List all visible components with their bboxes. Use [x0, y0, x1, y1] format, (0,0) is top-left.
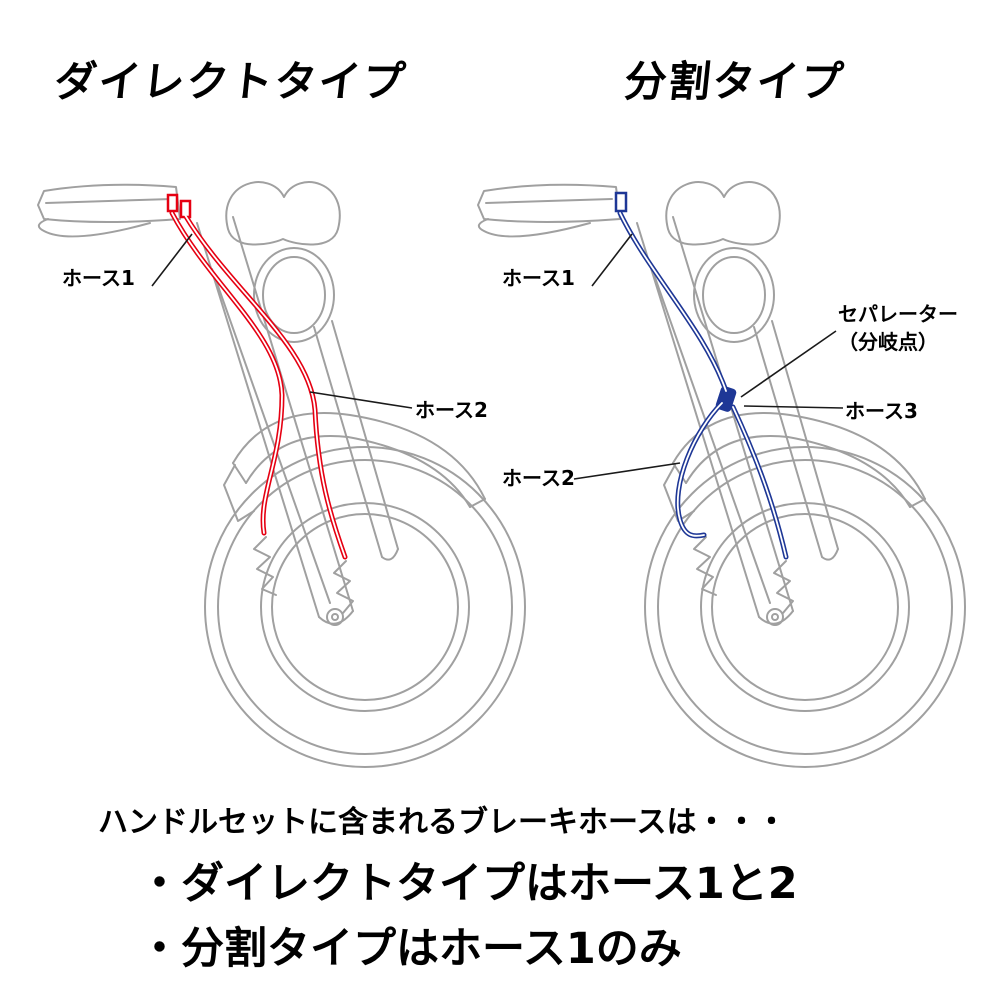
split-type-title: 分割タイプ [622, 57, 848, 106]
split-hose1-label: ホース1 [502, 266, 575, 290]
separator-label: セパレーター （分岐点） [838, 300, 958, 356]
footer-bullets: ・ダイレクトタイプはホース1と2 ・分割タイプはホース1のみ [138, 852, 798, 983]
split-hose3-label: ホース3 [845, 399, 918, 423]
direct-hose1-label: ホース1 [62, 266, 135, 290]
bullet-split-type: ・分割タイプはホース1のみ [138, 924, 682, 975]
footer-intro-text: ハンドルセットに含まれるブレーキホースは・・・ [98, 805, 787, 840]
bullet-direct-type: ・ダイレクトタイプはホース1と2 [138, 859, 798, 909]
separator-label-line2: （分岐点） [838, 330, 938, 354]
brake-hose-diagram [37, 181, 966, 768]
split-hose2-label: ホース2 [502, 466, 575, 490]
separator-label-line1: セパレーター [838, 302, 958, 326]
direct-type-title: ダイレクトタイプ [52, 57, 410, 106]
leader-lines [151, 233, 844, 480]
direct-hose2-label: ホース2 [415, 398, 488, 422]
